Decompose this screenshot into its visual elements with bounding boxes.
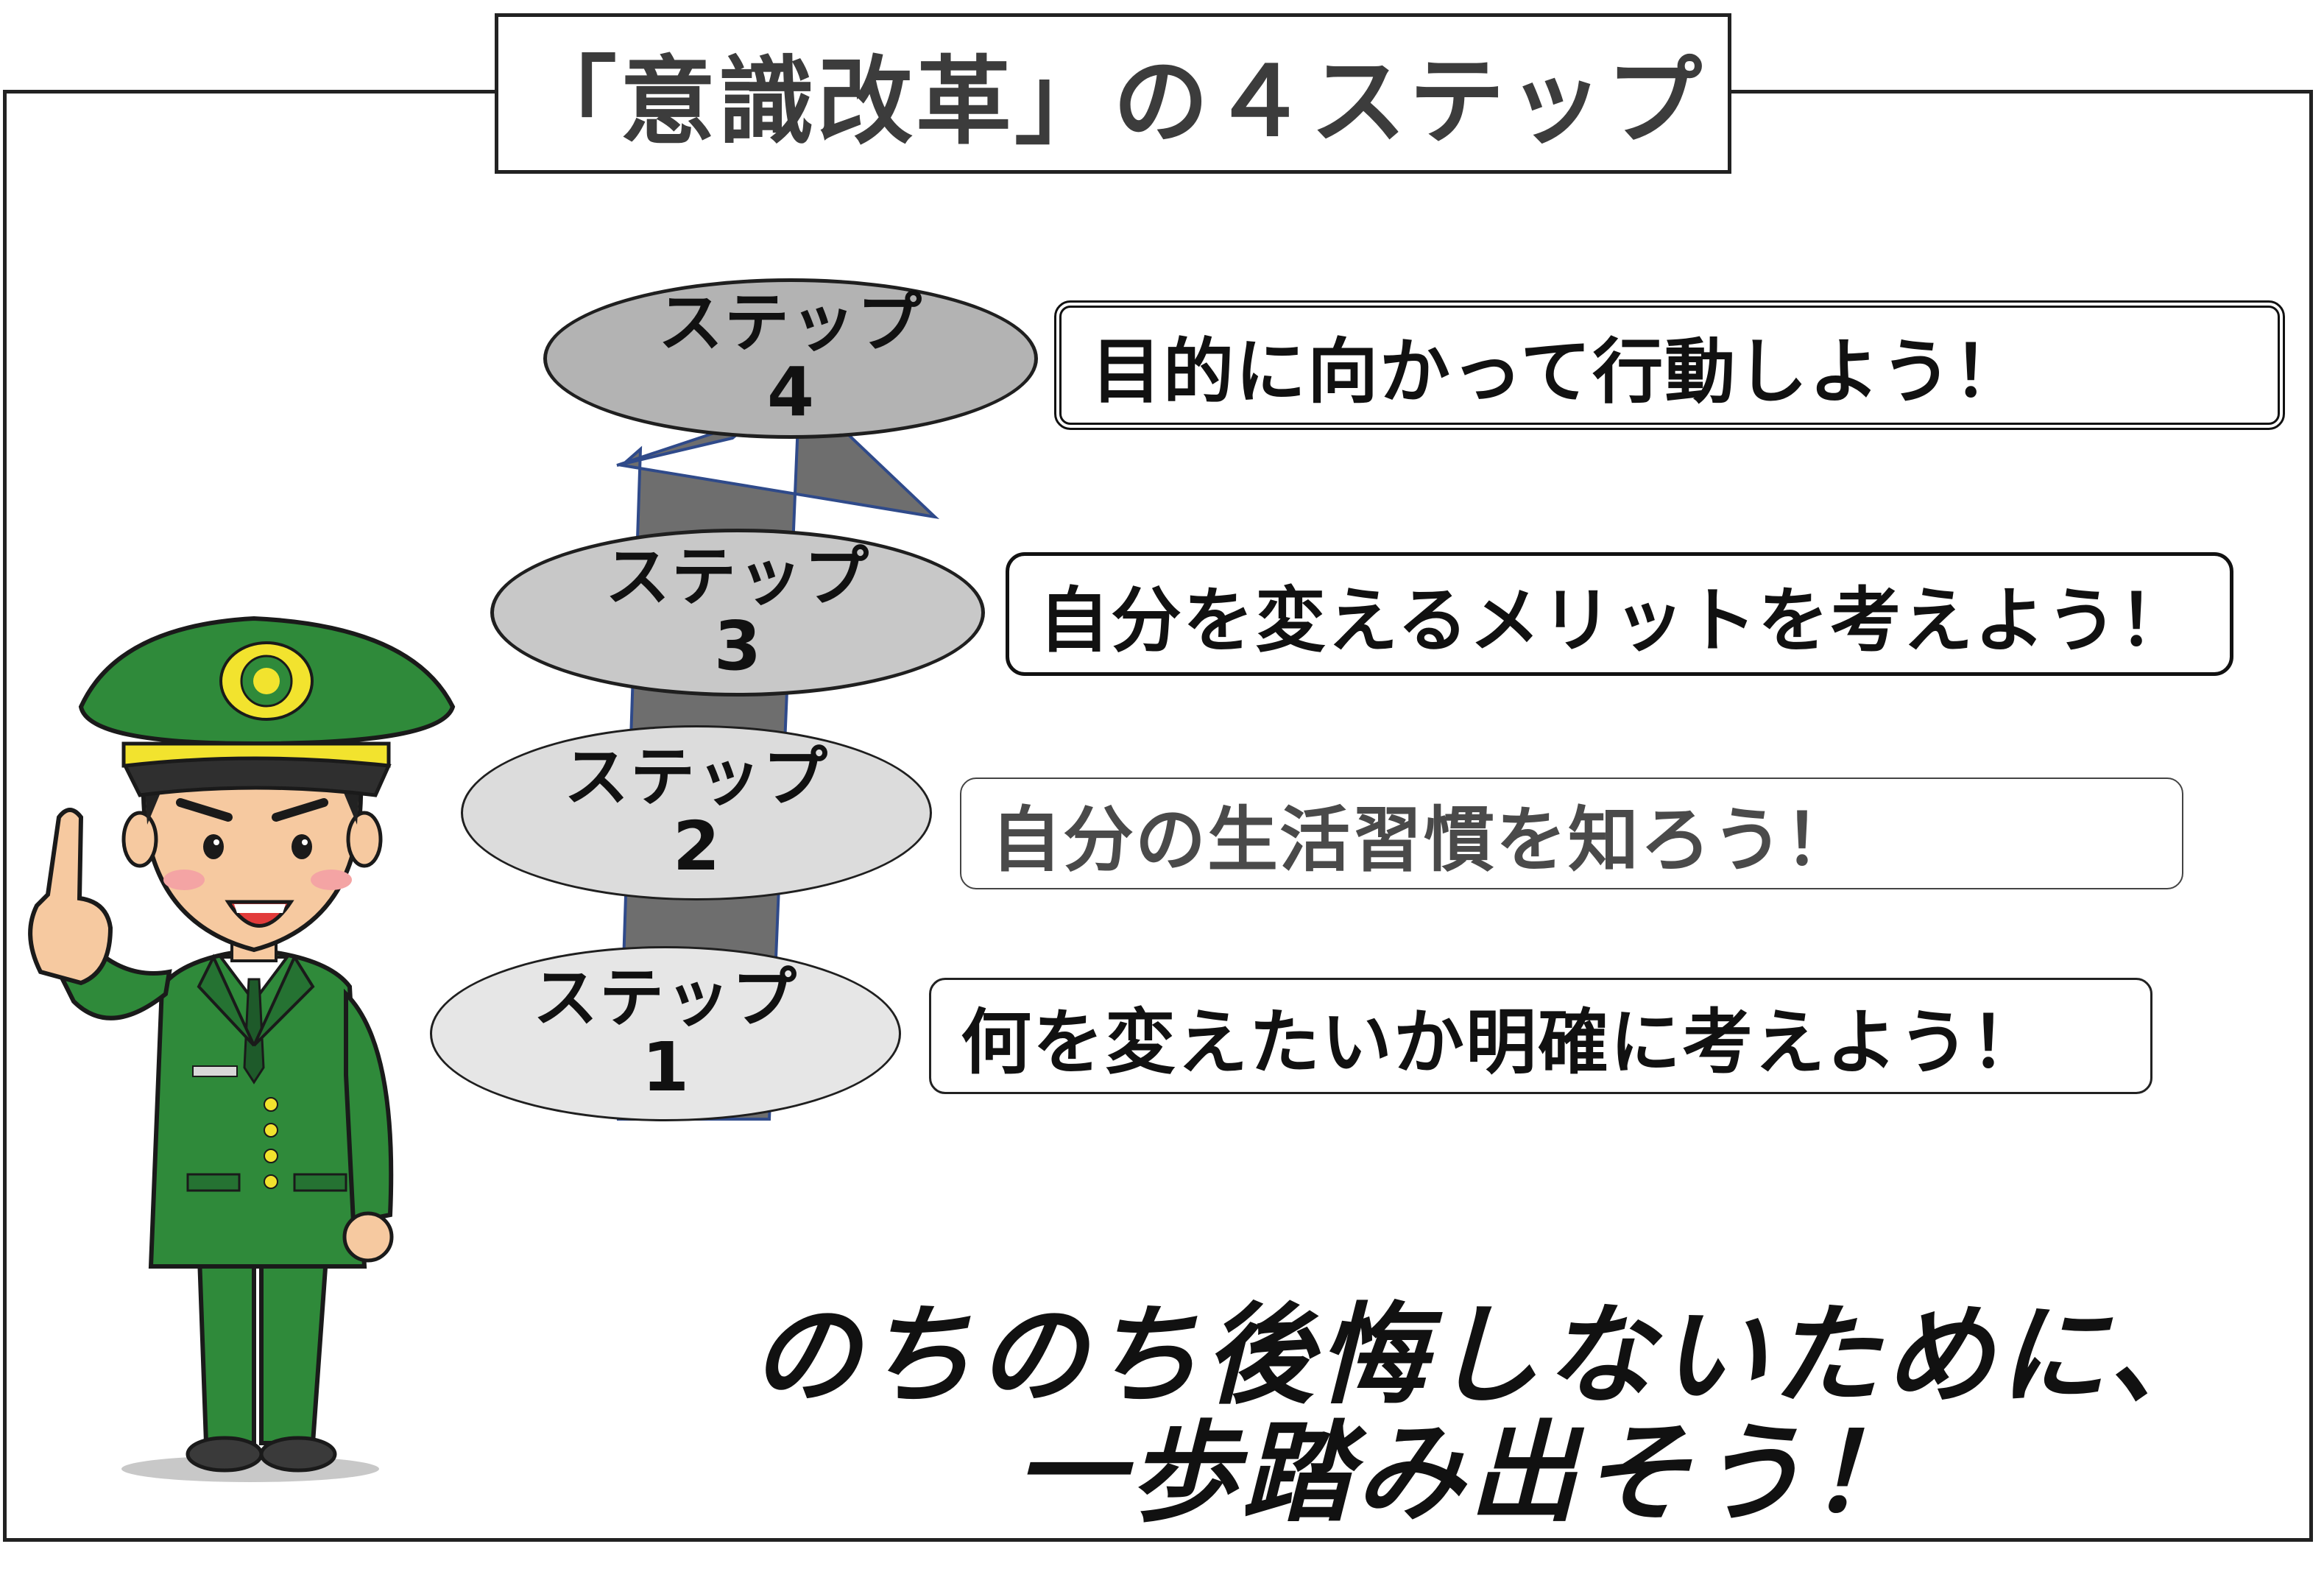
- step-1-message: 何を変えたいか明確に考えよう！: [961, 1001, 2043, 1084]
- slogan-line-2: 一歩踏み出そう！: [1015, 1410, 1922, 1537]
- step-label: ステップ: [532, 959, 798, 1036]
- step-4-ellipse: ステップ 4: [543, 278, 1038, 439]
- step-2-message: 自分の生活習慣を知ろう！: [991, 798, 1857, 881]
- step-label: ステップ: [604, 538, 870, 615]
- page-title: 「意識改革」の４ステップ: [520, 46, 1705, 158]
- step-label: ステップ: [657, 284, 923, 361]
- step-number: 1: [641, 1027, 689, 1107]
- step-2-message-box: 自分の生活習慣を知ろう！: [960, 778, 2183, 889]
- step-number: 2: [672, 806, 720, 886]
- step-2-ellipse: ステップ 2: [461, 725, 932, 900]
- step-label: ステップ: [563, 738, 829, 815]
- step-3-message: 自分を変えるメリットを考えよう！: [1039, 579, 2191, 662]
- step-number: 4: [766, 352, 814, 431]
- slogan-line-1: のちのち後悔しないために、: [751, 1292, 2222, 1419]
- step-3-ellipse: ステップ 3: [490, 529, 985, 697]
- step-3-message-box: 自分を変えるメリットを考えよう！: [1006, 552, 2233, 676]
- step-number: 3: [713, 606, 761, 685]
- step-1-message-box: 何を変えたいか明確に考えよう！: [929, 978, 2152, 1094]
- title-box: 「意識改革」の４ステップ: [495, 13, 1731, 174]
- step-4-message-box: 目的に向かって行動しよう！: [1054, 300, 2285, 430]
- step-1-ellipse: ステップ 1: [430, 946, 901, 1121]
- step-4-message: 目的に向かって行動しよう！: [1091, 330, 2026, 413]
